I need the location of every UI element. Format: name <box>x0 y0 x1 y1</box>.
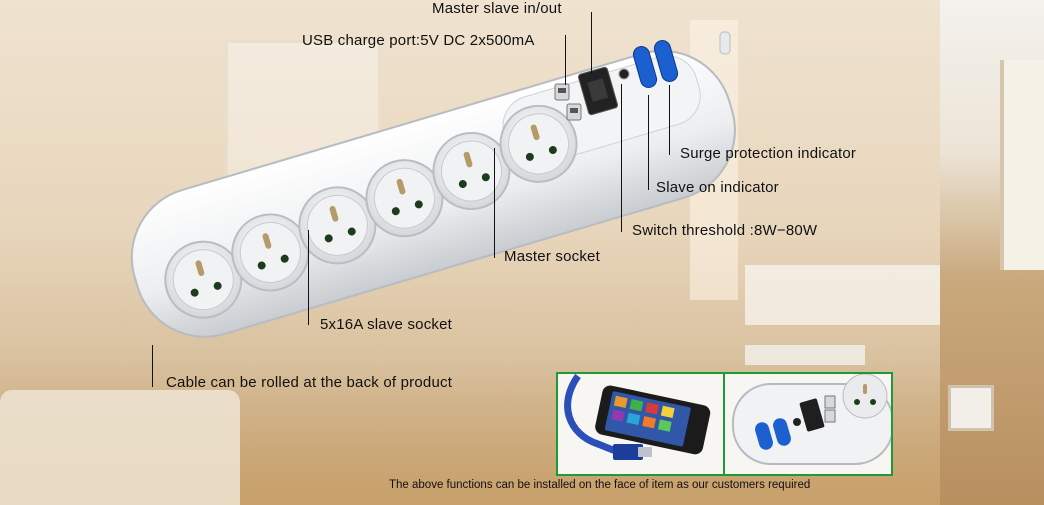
label-cable: Cable can be rolled at the back of produ… <box>166 374 453 391</box>
leader-surge <box>669 85 670 155</box>
master-slave-switch-icon <box>578 66 618 116</box>
label-surge: Surge protection indicator <box>680 145 857 162</box>
threshold-dial-icon <box>618 68 630 80</box>
socket-5 <box>432 132 511 211</box>
label-slave-on: Slave on indicator <box>656 179 779 196</box>
socket-4 <box>365 159 444 238</box>
master-socket <box>499 104 578 183</box>
right-room-window <box>1000 60 1044 270</box>
footnote: The above functions can be installed on … <box>389 479 811 491</box>
surge-indicator-led-icon <box>653 40 679 82</box>
right-room-picture-frame <box>948 385 994 431</box>
socket-2 <box>231 213 310 292</box>
label-master-socket: Master socket <box>504 248 600 265</box>
socket-1 <box>164 240 243 319</box>
background-sofa <box>0 390 240 505</box>
leader-threshold <box>621 84 622 232</box>
leader-master-slave <box>591 12 592 74</box>
inset-strip-closeup <box>723 372 894 476</box>
usb-port-icon <box>554 83 582 121</box>
leader-usb <box>565 35 566 85</box>
label-master-slave: Master slave in/out <box>432 0 562 17</box>
inset-phone-usb <box>556 372 725 476</box>
background-shelf <box>745 345 865 365</box>
socket-3 <box>298 186 377 265</box>
usb-cable-icon <box>564 373 620 456</box>
label-slave-socket: 5x16A slave socket <box>320 316 453 333</box>
slave-on-indicator-led-icon <box>632 46 658 88</box>
leader-slave-socket <box>308 230 309 325</box>
leader-master-socket <box>494 148 495 258</box>
smartphone-icon <box>564 373 711 460</box>
cable-outlet <box>719 31 731 55</box>
background-cabinet <box>745 265 940 325</box>
label-usb-port: USB charge port:5V DC 2x500mA <box>302 32 535 49</box>
label-threshold: Switch threshold :8W−80W <box>632 222 818 239</box>
leader-cable <box>152 345 153 387</box>
leader-slave-on <box>648 95 649 190</box>
strip-closeup-image <box>732 373 894 465</box>
